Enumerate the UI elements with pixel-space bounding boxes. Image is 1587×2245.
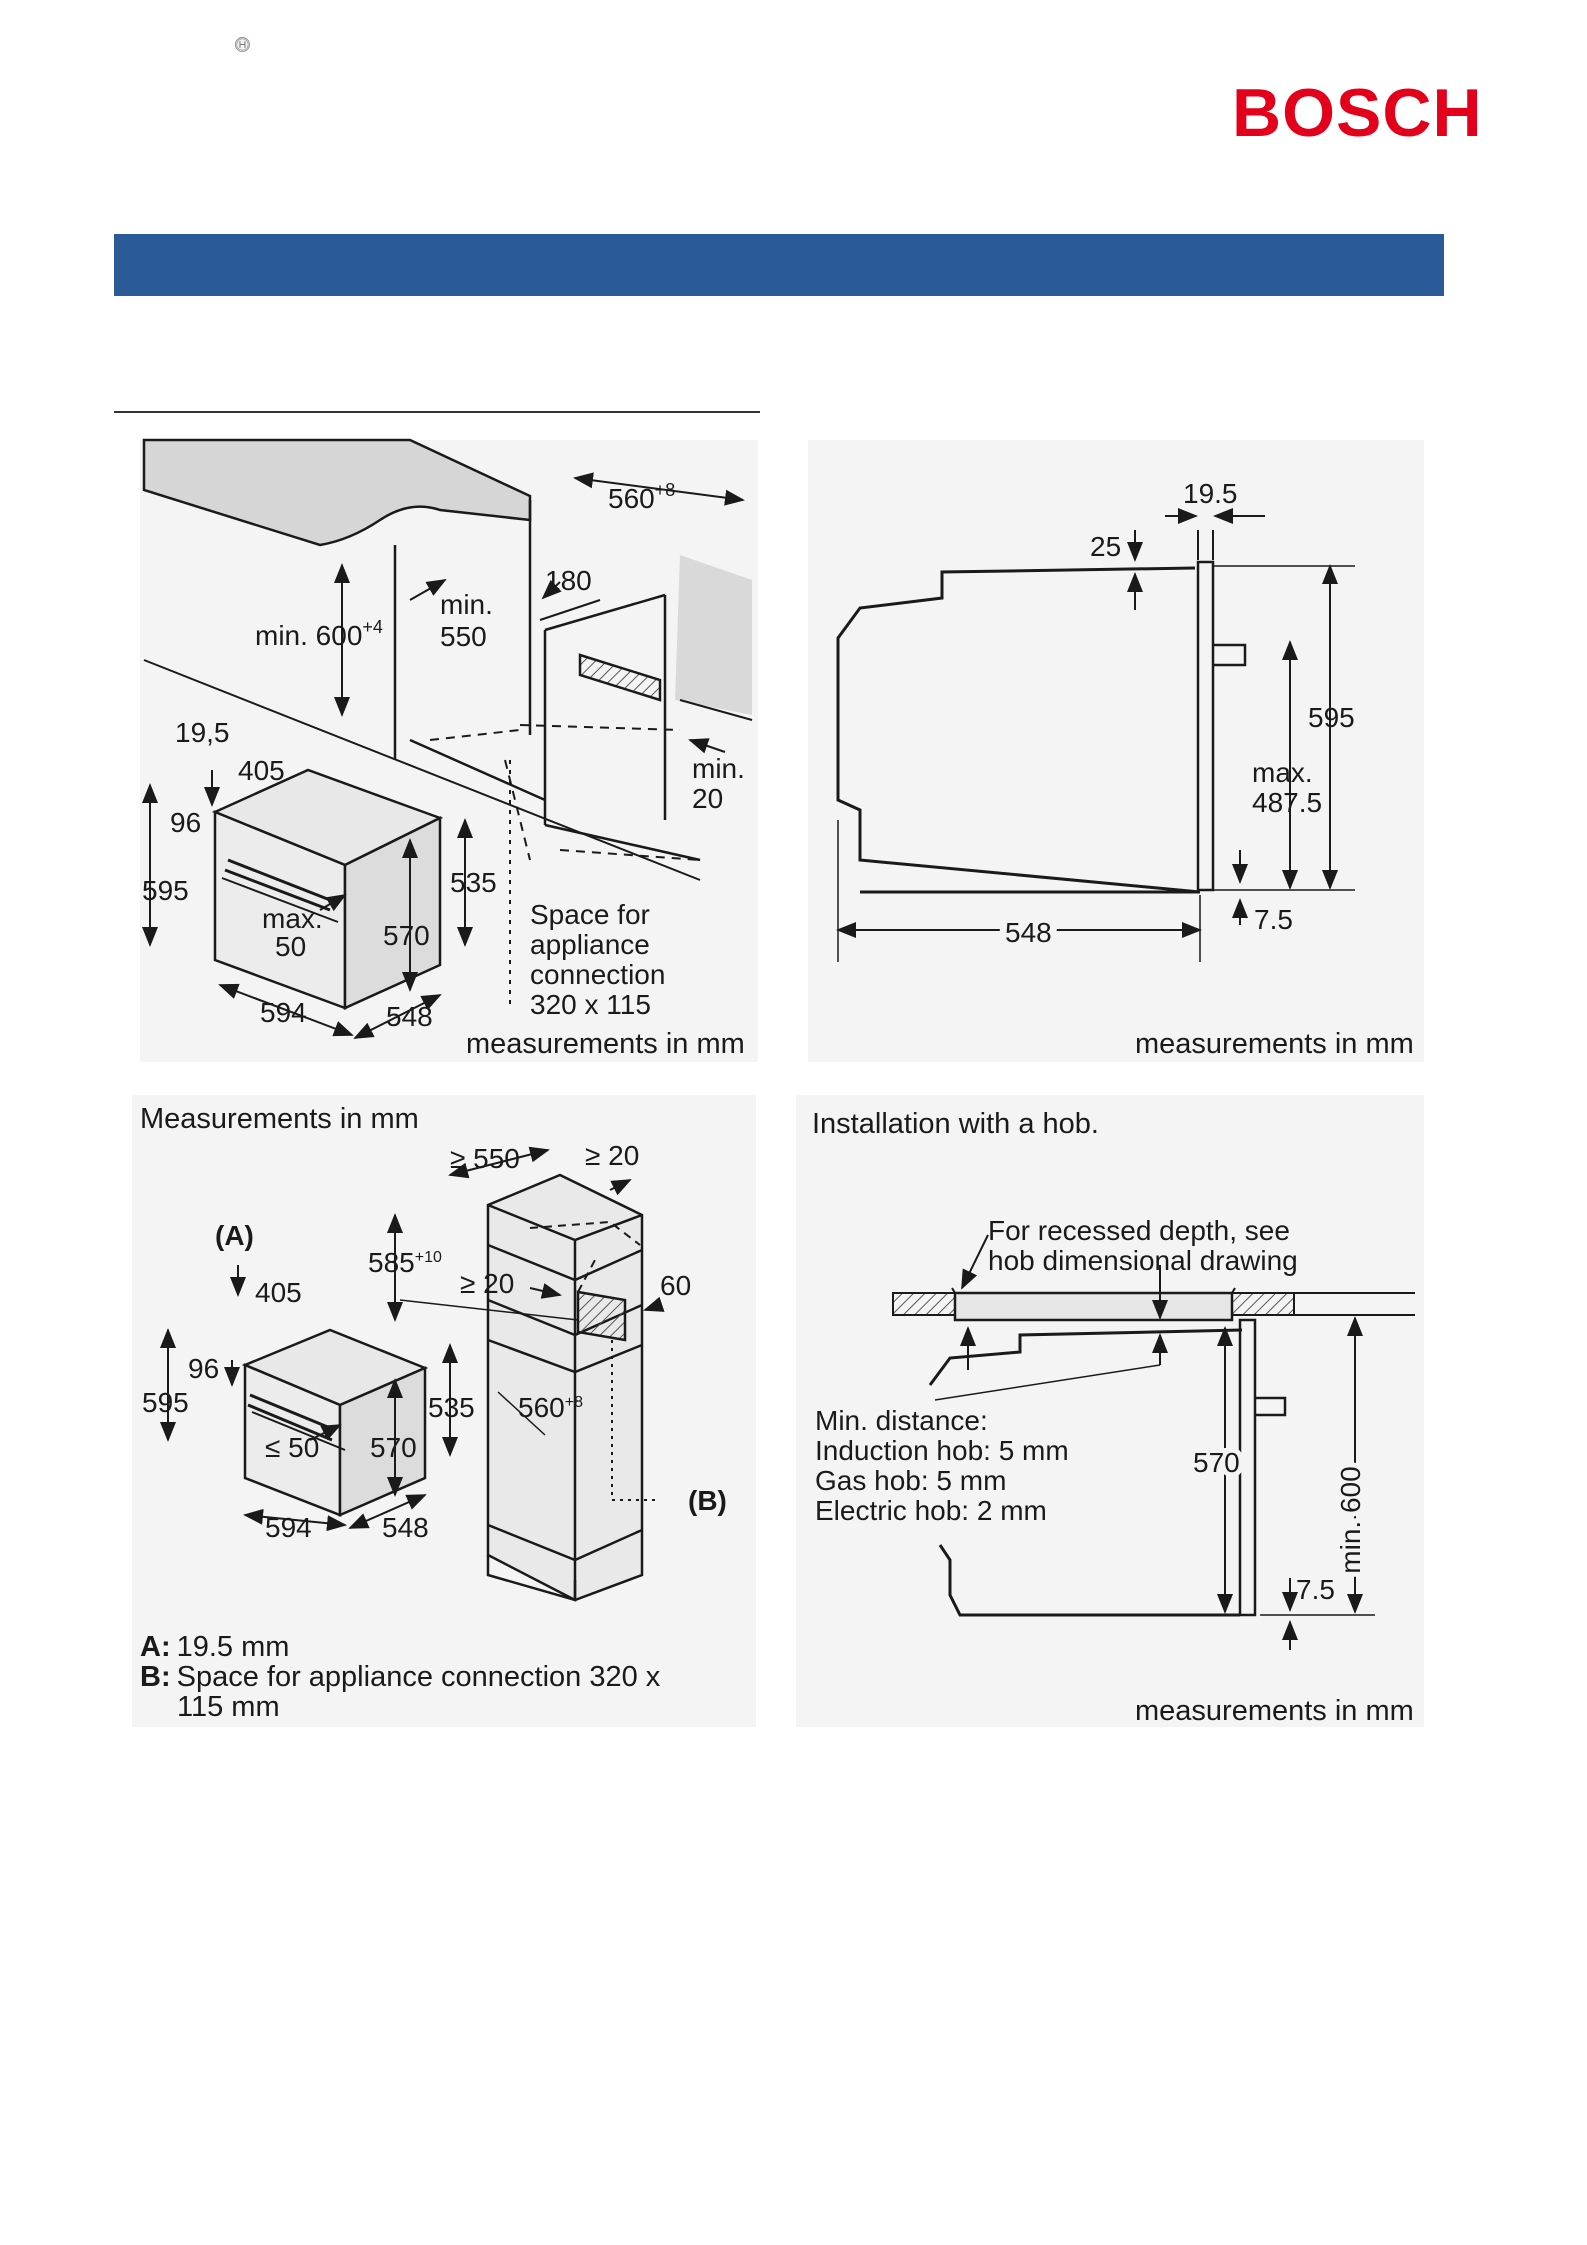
diagram3-dimension-lines [160, 1146, 665, 1532]
dim-535: 535 [450, 867, 497, 898]
dim-min-550-label: min. [440, 589, 493, 620]
recess-note-line2: hob dimensional drawing [988, 1245, 1298, 1276]
diagram4-caption: measurements in mm [1135, 1695, 1414, 1727]
dim-ge-20-mid: ≥ 20 [460, 1268, 514, 1299]
dim-min-20-value: 20 [692, 783, 723, 814]
dim-487-5: 487.5 [1252, 787, 1322, 818]
diagram1-caption: measurements in mm [466, 1028, 745, 1060]
diagram4-labels: Installation with a hob. For recessed de… [812, 1108, 1414, 1727]
dim-min-600: min. 600 [255, 620, 362, 651]
dim-548: 548 [386, 1001, 433, 1032]
dim-ge-20-top: ≥ 20 [585, 1140, 639, 1171]
diagram2-dimension-lines [836, 508, 1355, 962]
space-note-line1: Space for [530, 899, 650, 930]
svg-text:min. 600+4: min. 600+4 [255, 617, 383, 651]
legend-b-text: Space for appliance connection 320 x [177, 1661, 661, 1693]
label-a: (A) [215, 1220, 254, 1251]
dim-96: 96 [170, 807, 201, 838]
dim-25: 25 [1090, 531, 1121, 562]
dim-7-5-b: 7.5 [1254, 904, 1293, 935]
diagram1-drawing [142, 438, 753, 1010]
legend-b-continued: 115 mm [177, 1691, 280, 1723]
bosch-logo-icon [234, 37, 250, 52]
dim-570-d: 570 [1193, 1447, 1240, 1478]
dim-min-600-d: min. 600 [1335, 1466, 1366, 1573]
space-note-line2: appliance [530, 929, 650, 960]
space-note-line3: connection [530, 959, 665, 990]
diagram2-panel [808, 440, 1424, 1062]
dim-max-50-label: max. [262, 903, 323, 934]
min-distance-title: Min. distance: [815, 1405, 988, 1436]
dim-96-c: 96 [188, 1353, 219, 1384]
dim-19-5: 19,5 [175, 717, 230, 748]
svg-text:585+10: 585+10 [368, 1247, 442, 1278]
dim-405: 405 [238, 755, 285, 786]
svg-text:B:Space for appliance connecti: B:Space for appliance connection 320 x [140, 1661, 661, 1693]
min-distance-induction: Induction hob: 5 mm [815, 1435, 1069, 1466]
diagram3-labels: Measurements in mm ≥ 550 ≥ 20 (A) 585+10… [140, 1103, 727, 1723]
dim-595-c: 595 [142, 1387, 189, 1418]
dim-585: 585 [368, 1247, 415, 1278]
dim-595-b: 595 [1308, 702, 1355, 733]
diagram4-dimension-lines [934, 1234, 1375, 1650]
dim-535-c: 535 [428, 1392, 475, 1423]
dim-594-c: 594 [265, 1512, 312, 1543]
legend-a-key: A: [140, 1631, 171, 1663]
dim-548-b: 548 [1005, 917, 1052, 948]
label-b: (B) [688, 1485, 727, 1516]
dim-595: 595 [142, 875, 189, 906]
diagram2-caption: measurements in mm [1135, 1028, 1414, 1060]
recess-note-line1: For recessed depth, see [988, 1215, 1290, 1246]
diagram4-panel [796, 1095, 1424, 1727]
diagram3-title: Measurements in mm [140, 1103, 419, 1135]
dim-585-tolerance: +10 [415, 1249, 442, 1266]
dim-max-50-value: 50 [275, 931, 306, 962]
diagram3-drawing [241, 1173, 660, 1602]
diagram2-labels: 19.5 25 595 max. 487.5 548 7.5 measureme… [998, 478, 1414, 1060]
svg-text:560+8: 560+8 [608, 480, 675, 514]
dim-le-50: ≤ 50 [265, 1432, 319, 1463]
min-distance-gas: Gas hob: 5 mm [815, 1465, 1006, 1496]
header-band [114, 234, 1444, 296]
space-note-line4: 320 x 115 [530, 989, 651, 1020]
min-distance-electric: Electric hob: 2 mm [815, 1495, 1047, 1526]
dim-ge-550: ≥ 550 [450, 1143, 520, 1174]
diagram4-title: Installation with a hob. [812, 1108, 1099, 1140]
svg-text:560+8: 560+8 [518, 1392, 583, 1423]
dim-570-c: 570 [370, 1432, 417, 1463]
dim-180: 180 [545, 565, 592, 596]
dim-max-label: max. [1252, 757, 1313, 788]
dim-560-c-tolerance: +8 [565, 1394, 583, 1411]
svg-text:A:19.5 mm: A:19.5 mm [140, 1631, 289, 1663]
dim-570: 570 [383, 920, 430, 951]
diagram2-drawing [836, 560, 1247, 894]
dim-548-c: 548 [382, 1512, 429, 1543]
dim-600-tolerance: +4 [362, 617, 383, 637]
dim-min-20-label: min. [692, 753, 745, 784]
section-rule [114, 411, 760, 413]
dim-560-c: 560 [518, 1392, 565, 1423]
dim-560-tolerance: +8 [655, 480, 676, 500]
dim-405-c: 405 [255, 1277, 302, 1308]
dim-min-550-value: 550 [440, 621, 487, 652]
dim-560: 560 [608, 483, 655, 514]
diagram1-dimension-lines [142, 472, 745, 1039]
dim-7-5-d: 7.5 [1296, 1574, 1335, 1605]
dim-60: 60 [660, 1270, 691, 1301]
brand-name: BOSCH [1232, 75, 1483, 151]
dim-594: 594 [260, 997, 307, 1028]
dim-19-5-b: 19.5 [1183, 478, 1238, 509]
legend-b-key: B: [140, 1661, 171, 1693]
diagram1-labels: 560+8 180 min. 600+4 min. 550 19,5 405 9… [142, 480, 745, 1060]
legend-a-text: 19.5 mm [177, 1631, 290, 1663]
